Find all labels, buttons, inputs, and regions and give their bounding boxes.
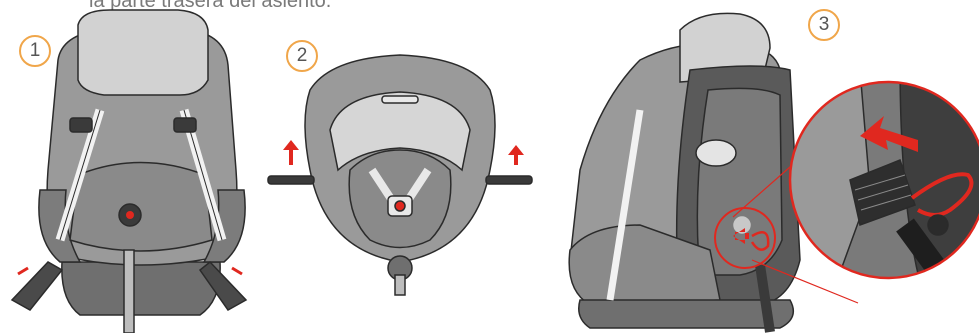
arrow-up-icon: [283, 140, 299, 165]
seat-side-view: [569, 13, 800, 332]
seat-front-view: [12, 10, 246, 333]
arrow-up-icon: [508, 145, 524, 165]
magnified-detail: [780, 60, 979, 300]
seat-top-view: [268, 55, 532, 295]
